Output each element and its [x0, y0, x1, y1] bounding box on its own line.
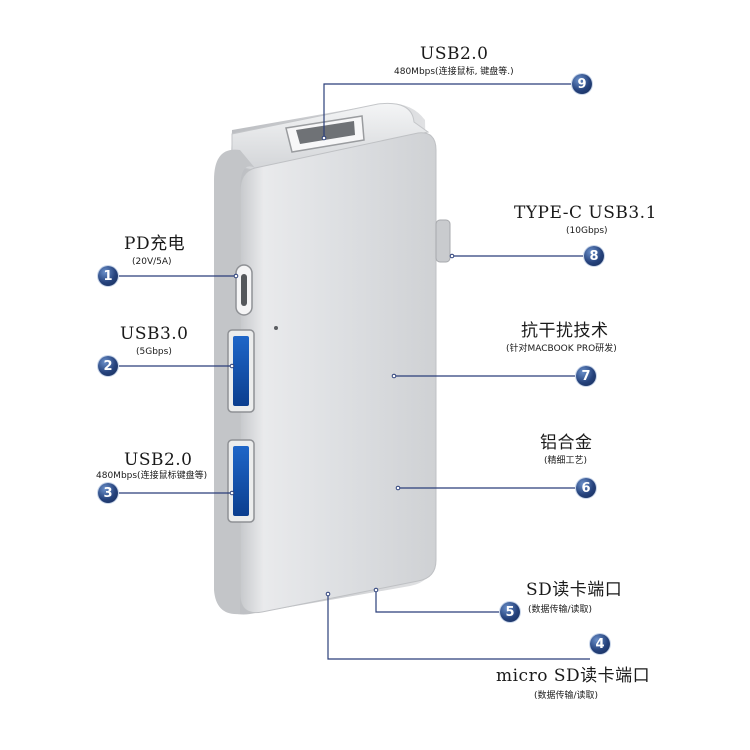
type-c-plug	[435, 219, 451, 263]
callout-5-title: SD读卡端口	[526, 580, 623, 600]
dot-8	[449, 253, 455, 259]
callout-7-subtitle: (针对MACBOOK PRO研发)	[506, 344, 617, 354]
usb20-port-blue	[233, 446, 249, 516]
callout-2-subtitle: (5Gbps)	[136, 347, 172, 357]
leader-4	[327, 594, 590, 660]
callout-badge-5: 5	[500, 602, 520, 622]
callout-badge-8: 8	[584, 246, 604, 266]
dot-7	[391, 373, 397, 379]
dot-4	[325, 591, 331, 597]
callout-badge-9: 9	[572, 74, 592, 94]
callout-9-subtitle: 480Mbps(连接鼠标, 键盘等.)	[394, 67, 514, 77]
callout-badge-2: 2	[98, 356, 118, 376]
callout-6-title: 铝合金	[540, 433, 593, 453]
hub-front-face	[239, 132, 437, 614]
pd-typec-port-slot	[241, 274, 247, 306]
top-usb-port-inner	[296, 121, 355, 144]
callout-1-subtitle: (20V/5A)	[132, 257, 172, 267]
usb30-port-blue	[233, 336, 249, 406]
callout-badge-7: 7	[576, 366, 596, 386]
dot-5	[373, 587, 379, 593]
indicator-led	[274, 326, 278, 330]
dot-3	[229, 490, 235, 496]
leader-5	[375, 590, 500, 613]
callout-6-subtitle: (精细工艺)	[544, 456, 588, 466]
callout-badge-4: 4	[590, 634, 610, 654]
dot-1	[233, 273, 239, 279]
callout-badge-3: 3	[98, 483, 118, 503]
callout-7-title: 抗干扰技术	[521, 321, 609, 341]
callout-4-title: micro SD读卡端口	[496, 666, 651, 686]
callout-5-subtitle: (数据传输/读取)	[528, 605, 593, 615]
callout-4-subtitle: (数据传输/读取)	[534, 691, 599, 701]
callout-2-title: USB3.0	[120, 324, 189, 344]
dot-9	[321, 135, 327, 141]
dot-2	[229, 363, 235, 369]
callout-badge-1: 1	[98, 266, 118, 286]
leader-dots	[229, 135, 455, 597]
leader-lines	[118, 83, 590, 660]
callout-3-title: USB2.0	[124, 450, 193, 470]
leader-9	[323, 83, 572, 138]
callout-3-subtitle: 480Mbps(连接鼠标键盘等)	[96, 471, 208, 481]
dot-6	[395, 485, 401, 491]
callout-8-title: TYPE-C USB3.1	[514, 203, 657, 223]
callout-9-title: USB2.0	[420, 44, 489, 64]
callout-8-subtitle: (10Gbps)	[566, 226, 608, 236]
callout-1-title: PD充电	[124, 234, 186, 254]
callout-badge-6: 6	[576, 478, 596, 498]
